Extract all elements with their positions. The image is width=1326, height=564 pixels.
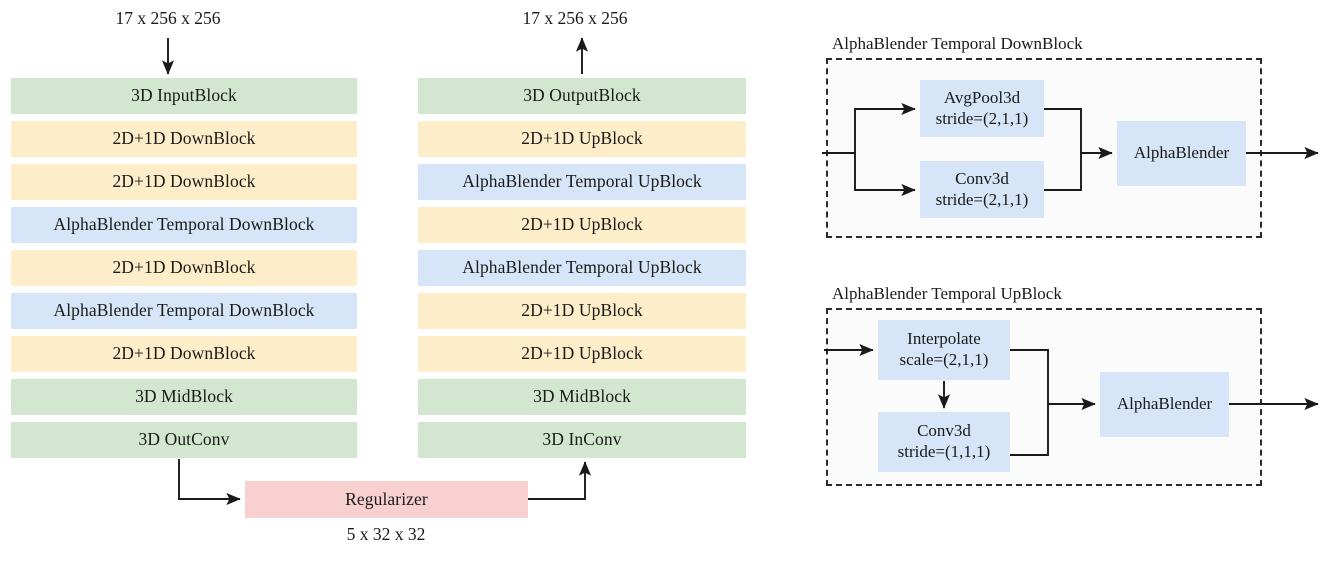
alphablender-down-box[interactable]: AlphaBlender: [1117, 121, 1246, 186]
decoder-block-7[interactable]: 3D MidBlock: [418, 379, 746, 415]
upblock-panel-title: AlphaBlender Temporal UpBlock: [832, 284, 1062, 303]
decoder-block-label: 2D+1D UpBlock: [521, 128, 643, 149]
decoder-block-label: 2D+1D UpBlock: [521, 343, 643, 364]
interpolate-name: Interpolate: [907, 329, 981, 349]
encoder-block-6[interactable]: 2D+1D DownBlock: [11, 336, 357, 372]
decoder-block-label: 3D OutputBlock: [523, 85, 641, 106]
encoder-block-label: 2D+1D DownBlock: [112, 257, 256, 278]
encoder-block-label: AlphaBlender Temporal DownBlock: [53, 214, 315, 235]
encoder-block-label: 3D MidBlock: [135, 386, 233, 407]
interpolate-scale: scale=(2,1,1): [899, 350, 989, 369]
decoder-output-dim-label: 17 x 256 x 256: [522, 8, 628, 28]
encoder-block-label: AlphaBlender Temporal DownBlock: [53, 300, 315, 321]
decoder-block-6[interactable]: 2D+1D UpBlock: [418, 336, 746, 372]
latent-dim-label: 5 x 32 x 32: [346, 524, 426, 544]
encoder-block-label: 3D OutConv: [138, 429, 230, 450]
alphablender-up-box[interactable]: AlphaBlender: [1100, 372, 1229, 437]
decoder-block-8[interactable]: 3D InConv: [418, 422, 746, 458]
decoder-block-3[interactable]: 2D+1D UpBlock: [418, 207, 746, 243]
encoder-input-dim-label: 17 x 256 x 256: [115, 8, 221, 28]
downblock-panel-title: AlphaBlender Temporal DownBlock: [832, 34, 1083, 53]
avgpool3d-box[interactable]: AvgPool3d stride=(2,1,1): [920, 80, 1044, 137]
decoder-block-2[interactable]: AlphaBlender Temporal UpBlock: [418, 164, 746, 200]
decoder-block-label: 3D MidBlock: [533, 386, 631, 407]
regularizer-block[interactable]: Regularizer: [245, 481, 528, 518]
encoder-block-5[interactable]: AlphaBlender Temporal DownBlock: [11, 293, 357, 329]
decoder-block-label: AlphaBlender Temporal UpBlock: [462, 257, 702, 278]
alphablender-up-label: AlphaBlender: [1116, 394, 1213, 414]
decoder-block-1[interactable]: 2D+1D UpBlock: [418, 121, 746, 157]
regularizer-label: Regularizer: [345, 488, 428, 509]
encoder-block-label: 2D+1D DownBlock: [112, 171, 256, 192]
encoder-block-4[interactable]: 2D+1D DownBlock: [11, 250, 357, 286]
decoder-block-label: 2D+1D UpBlock: [521, 214, 643, 235]
encoder-block-label: 3D InputBlock: [131, 85, 237, 106]
encoder-block-8[interactable]: 3D OutConv: [11, 422, 357, 458]
conv3d-down-stride: stride=(2,1,1): [935, 189, 1029, 209]
encoder-block-0[interactable]: 3D InputBlock: [11, 78, 357, 114]
conv3d-down-name: Conv3d: [955, 168, 1009, 188]
avgpool3d-name: AvgPool3d: [943, 87, 1021, 107]
alphablender-down-label: AlphaBlender: [1133, 143, 1230, 163]
encoder-block-2[interactable]: 2D+1D DownBlock: [11, 164, 357, 200]
interpolate-box[interactable]: Interpolate scale=(2,1,1): [878, 320, 1010, 380]
avgpool3d-stride: stride=(2,1,1): [935, 108, 1029, 128]
encoder-block-3[interactable]: AlphaBlender Temporal DownBlock: [11, 207, 357, 243]
decoder-block-label: 3D InConv: [542, 429, 622, 450]
decoder-block-4[interactable]: AlphaBlender Temporal UpBlock: [418, 250, 746, 286]
regularizer-to-decoder-arrow: [528, 461, 592, 500]
conv3d-up-name: Conv3d: [917, 421, 971, 441]
conv3d-up-stride: stride=(1,1,1): [897, 442, 991, 461]
encoder-block-label: 2D+1D DownBlock: [112, 343, 256, 364]
conv3d-up-box[interactable]: Conv3d stride=(1,1,1): [878, 412, 1010, 472]
decoder-block-5[interactable]: 2D+1D UpBlock: [418, 293, 746, 329]
decoder-block-label: 2D+1D UpBlock: [521, 300, 643, 321]
conv3d-down-box[interactable]: Conv3d stride=(2,1,1): [920, 161, 1044, 218]
encoder-block-7[interactable]: 3D MidBlock: [11, 379, 357, 415]
encoder-block-1[interactable]: 2D+1D DownBlock: [11, 121, 357, 157]
decoder-block-label: AlphaBlender Temporal UpBlock: [462, 171, 702, 192]
decoder-block-0[interactable]: 3D OutputBlock: [418, 78, 746, 114]
encoder-to-regularizer-arrow: [178, 459, 241, 506]
encoder-block-label: 2D+1D DownBlock: [112, 128, 256, 149]
